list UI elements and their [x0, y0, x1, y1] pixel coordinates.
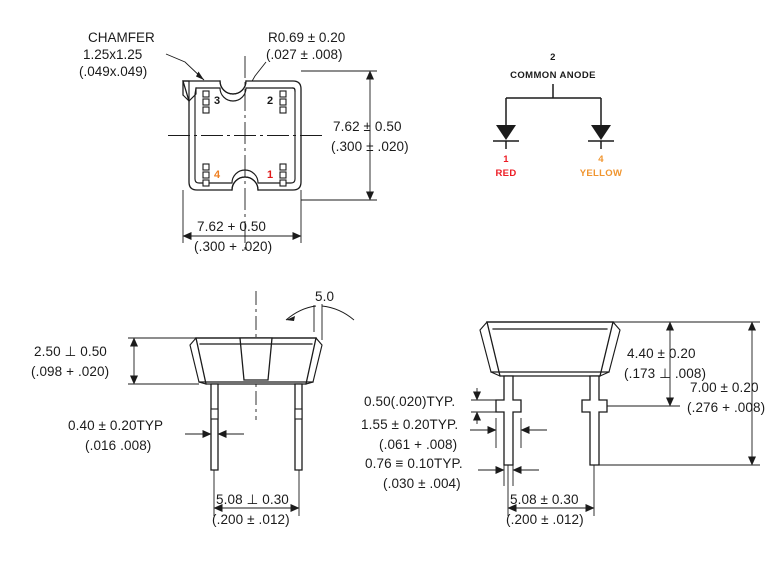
chamfer-note-line3: (.049x.049) — [79, 64, 147, 79]
left-view-draft-arrow — [286, 316, 295, 321]
pin-pads-3 — [202, 90, 210, 114]
top-view-width-in: (.300 + .020) — [194, 239, 272, 254]
radius-note-line1: R0.69 ± 0.20 — [268, 30, 345, 45]
pin-number-3: 3 — [214, 95, 220, 107]
left-view-body-height-mm: 2.50 ⊥ 0.50 — [34, 344, 107, 359]
schematic-group: 2 COMMON ANODE 1 RED 4 YELLOW — [493, 52, 622, 179]
left-view-right-facet — [305, 337, 323, 385]
left-view-draft-arc-right — [321, 305, 355, 321]
diode-1-color-label: RED — [496, 168, 517, 179]
right-view-left-facet — [479, 321, 501, 377]
diode-1-pin-number: 1 — [503, 154, 509, 165]
left-view-body-height-in: (.098 + .020) — [31, 364, 109, 379]
left-view-draft-arc-left — [285, 305, 317, 321]
chamfer-note-line2: 1.25x1.25 — [83, 47, 142, 62]
pin-number-2: 2 — [267, 95, 273, 107]
pin-pads-2 — [279, 90, 287, 114]
right-view-total-height-mm: 7.00 ± 0.20 — [690, 380, 759, 395]
right-view-standoff-mm: 0.50(.020)TYP. — [364, 394, 455, 409]
right-view-lead-left — [495, 375, 522, 466]
left-view-center-boss — [239, 337, 273, 381]
top-view-width-mm: 7.62 + 0.50 — [197, 219, 266, 234]
schematic-common-pin-number: 2 — [550, 52, 556, 63]
diode-4-color-label: YELLOW — [580, 168, 622, 179]
top-view-group: CHAMFER 1.25x1.25 (.049x.049) R0.69 ± 0.… — [79, 30, 409, 254]
right-view-total-height-in: (.276 + .008) — [687, 400, 765, 415]
left-view-lead-pitch-in: (.200 ± .012) — [212, 512, 290, 527]
left-view-lead-left — [210, 383, 219, 471]
left-view-lead-left-shoulder — [210, 408, 219, 420]
top-notch-arc — [219, 80, 247, 95]
right-view-lead-width-in: (.061 + .008) — [379, 437, 457, 452]
right-view-lead-width-mm: 1.55 ± 0.20TYP. — [361, 417, 458, 432]
schematic-common-anode-label: COMMON ANODE — [510, 70, 596, 81]
right-view-lead-right — [581, 375, 608, 466]
package-inner-rim — [194, 87, 296, 184]
left-view-lead-thickness-mm: 0.40 ± 0.20TYP — [68, 418, 163, 433]
right-view-lead-pitch-in: (.200 ± .012) — [506, 512, 584, 527]
side-view-left-group: 5.0 2.50 ⊥ 0.50 (.098 + .020) 0.40 ± 0.2… — [31, 289, 355, 527]
left-view-lead-thickness-in: (.016 .008) — [85, 438, 151, 453]
left-view-left-facet — [189, 337, 207, 385]
left-view-lead-right-shoulder — [294, 408, 303, 420]
pin-number-4: 4 — [214, 169, 221, 181]
right-view-lead-thickness-in: (.030 ± .004) — [383, 476, 461, 491]
top-view-height-mm: 7.62 ± 0.50 — [333, 119, 402, 134]
radius-note-line2: (.027 ± .008) — [266, 47, 342, 62]
side-view-right-group: 0.50(.020)TYP. 1.55 ± 0.20TYP. (.061 + .… — [361, 321, 765, 527]
left-view-lead-pitch-mm: 5.08 ⊥ 0.30 — [216, 492, 289, 507]
top-view-height-in: (.300 ± .020) — [331, 139, 409, 154]
chamfer-note-line1: CHAMFER — [88, 30, 155, 45]
diode-4-triangle — [591, 125, 611, 140]
right-view-body-height-mm: 4.40 ± 0.20 — [627, 346, 696, 361]
chamfer-leader-arrow — [196, 71, 204, 80]
left-view-draft-angle: 5.0 — [315, 289, 334, 304]
left-view-lead-right — [294, 383, 303, 471]
diode-4-pin-number: 4 — [598, 154, 604, 165]
right-view-lead-thickness-mm: 0.76 ≡ 0.10TYP. — [365, 456, 463, 471]
right-view-lead-pitch-mm: 5.08 ± 0.30 — [510, 492, 579, 507]
right-view-body — [486, 321, 614, 377]
diode-1-triangle — [496, 125, 516, 140]
pin-pads-1 — [279, 163, 287, 187]
pin-number-1: 1 — [267, 169, 273, 181]
right-view-body-height-in: (.173 ⊥ .008) — [624, 366, 706, 381]
right-view-right-facet — [599, 321, 621, 377]
pin-pads-4 — [202, 163, 210, 187]
corner-tick-tr — [292, 87, 296, 92]
